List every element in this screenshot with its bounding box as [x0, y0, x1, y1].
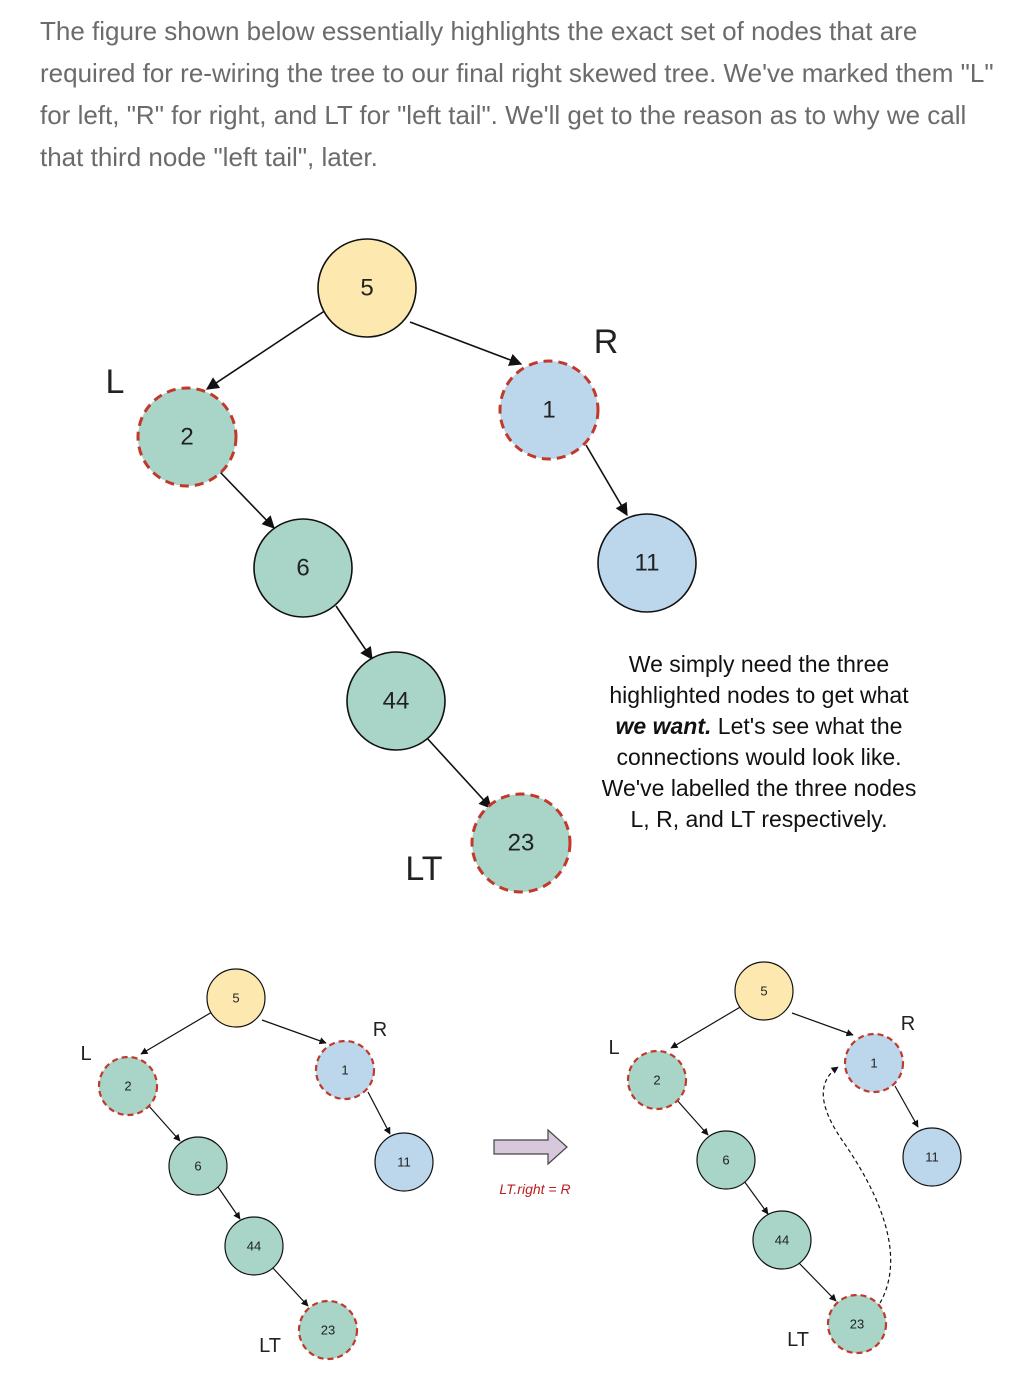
node-6: 6	[696, 1130, 756, 1190]
edge-1-11	[585, 444, 628, 517]
node-44: 44	[346, 651, 446, 751]
operation: LT.right = R	[493, 1128, 571, 1197]
edge-5-2	[205, 309, 327, 390]
node-LT: 23	[470, 792, 572, 894]
node-label: 2	[124, 1079, 131, 1094]
intro-paragraph: The figure shown below essentially highl…	[40, 10, 1000, 178]
node-label: 6	[296, 555, 309, 582]
label-LT: LT	[405, 850, 442, 888]
node-label: 5	[360, 275, 373, 302]
node-root: 5	[206, 968, 266, 1028]
node-root: 5	[734, 961, 794, 1021]
node-label: 2	[180, 424, 193, 451]
note-line: connections would look like.	[616, 744, 901, 770]
note-line: We've labelled the three nodes	[602, 775, 917, 801]
edge-6-44	[335, 605, 373, 661]
edge-2-6	[219, 471, 275, 529]
edge-44-23	[797, 1261, 837, 1302]
edge-LT-R-new	[822, 1066, 892, 1304]
node-label: 44	[775, 1233, 789, 1248]
label-R: R	[901, 1013, 915, 1035]
node-label: 5	[232, 991, 239, 1006]
edge-6-44	[217, 1186, 241, 1220]
right-arrow-icon	[493, 1128, 568, 1166]
node-label: 23	[321, 1323, 335, 1338]
node-root: 5	[317, 238, 417, 338]
label-LT: LT	[259, 1335, 281, 1357]
edge-5-1	[261, 1019, 327, 1045]
node-6: 6	[253, 518, 353, 618]
node-L: 2	[97, 1055, 159, 1117]
node-label: 23	[850, 1317, 864, 1332]
edge-5-1	[409, 321, 523, 366]
operation-label: LT.right = R	[499, 1181, 570, 1197]
bottom-right-tree: 5 2 1 6 11 44 23 L R LT	[608, 961, 962, 1355]
edge-44-23	[425, 736, 492, 809]
node-R: 1	[843, 1032, 905, 1094]
node-label: 5	[760, 984, 767, 999]
node-label: 6	[722, 1153, 729, 1168]
node-LT: 23	[826, 1293, 888, 1355]
node-11: 11	[597, 513, 697, 613]
note-line: we want. Let's see what the	[616, 713, 903, 739]
edge-1-11	[367, 1091, 391, 1135]
node-label: 2	[653, 1073, 660, 1088]
note-line: We simply need the three	[629, 651, 889, 677]
intro-text: The figure shown below essentially highl…	[40, 16, 994, 172]
top-tree: 5 2 1 6 11 44 23 L R LT	[106, 238, 917, 894]
explanation-note: We simply need the three highlighted nod…	[602, 651, 917, 832]
node-R: 1	[498, 359, 600, 461]
edge-2-6	[675, 1098, 709, 1136]
node-L: 2	[626, 1049, 688, 1111]
edge-2-6	[147, 1104, 181, 1142]
label-L: L	[106, 363, 125, 401]
label-LT: LT	[787, 1329, 809, 1351]
node-label: 44	[247, 1239, 261, 1254]
node-label: 1	[870, 1056, 877, 1071]
edge-44-23	[271, 1266, 309, 1307]
node-label: 1	[542, 397, 555, 424]
note-line: highlighted nodes to get what	[609, 682, 909, 708]
label-R: R	[373, 1019, 387, 1041]
node-11: 11	[374, 1132, 434, 1192]
node-11: 11	[902, 1127, 962, 1187]
label-L: L	[608, 1037, 619, 1059]
bottom-left-tree: 5 2 1 6 11 44 23 L R LT	[80, 968, 434, 1361]
note-line: L, R, and LT respectively.	[631, 806, 888, 832]
node-label: 11	[397, 1155, 411, 1170]
node-44: 44	[224, 1216, 284, 1276]
node-R: 1	[314, 1039, 376, 1101]
node-44: 44	[752, 1210, 812, 1270]
node-6: 6	[168, 1136, 228, 1196]
label-L: L	[80, 1043, 91, 1065]
label-R: R	[594, 323, 619, 361]
node-label: 11	[925, 1150, 939, 1165]
node-label: 1	[341, 1063, 348, 1078]
node-LT: 23	[297, 1299, 359, 1361]
node-label: 44	[383, 688, 410, 715]
edge-5-1	[791, 1012, 854, 1037]
edge-6-44	[743, 1180, 769, 1215]
node-label: 6	[194, 1159, 201, 1174]
note-rest: Let's see what the	[711, 713, 902, 739]
node-label: 23	[508, 830, 535, 857]
edge-5-2	[670, 1005, 743, 1049]
note-bold: we want.	[616, 713, 712, 739]
edge-5-2	[140, 1011, 213, 1055]
node-L: 2	[136, 386, 238, 488]
node-label: 11	[635, 550, 660, 577]
edge-1-11	[894, 1085, 919, 1128]
